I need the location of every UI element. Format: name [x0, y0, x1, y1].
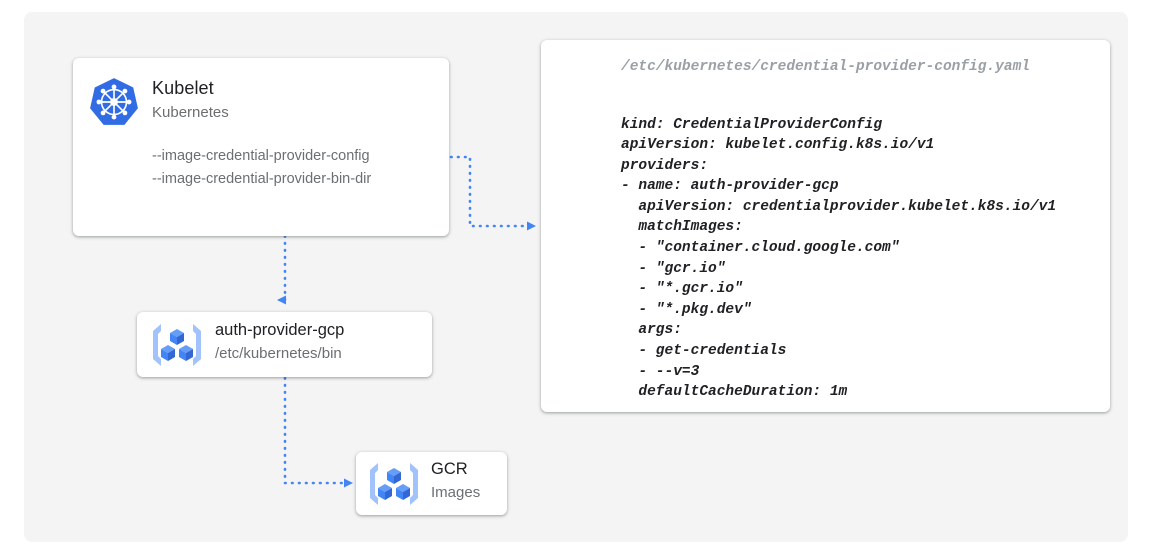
kubelet-flag-image-credential-provider-bin-dir: --image-credential-provider-bin-dir [152, 171, 372, 187]
auth-provider-gcp-title: auth-provider-gcp [215, 321, 345, 339]
yaml-file-content: kind: CredentialProviderConfig apiVersio… [621, 116, 1057, 401]
kubelet-flag-list: --image-credential-provider-config --ima… [152, 145, 371, 191]
kubelet-card[interactable]: Kubelet Kubernetes --image-credential-pr… [73, 58, 449, 236]
kubernetes-logo-icon [90, 78, 138, 125]
gcr-card[interactable]: GCR Images [356, 452, 507, 515]
gcr-subtitle: Images [431, 484, 481, 501]
auth-provider-gcp-subtitle: /etc/kubernetes/bin [215, 345, 342, 362]
kubelet-flag-image-credential-provider-config: --image-credential-provider-config [152, 148, 370, 164]
credential-provider-config-card[interactable]: /etc/kubernetes/credential-provider-conf… [541, 40, 1110, 412]
yaml-file-path: /etc/kubernetes/credential-provider-conf… [621, 59, 1030, 75]
gcp-container-registry-icon [370, 463, 418, 505]
kubelet-subtitle: Kubernetes [152, 104, 229, 121]
auth-provider-gcp-card[interactable]: auth-provider-gcp /etc/kubernetes/bin [137, 312, 432, 377]
gcr-title: GCR [431, 460, 468, 478]
kubelet-title: Kubelet [152, 78, 214, 98]
gcp-container-registry-icon [153, 324, 201, 366]
